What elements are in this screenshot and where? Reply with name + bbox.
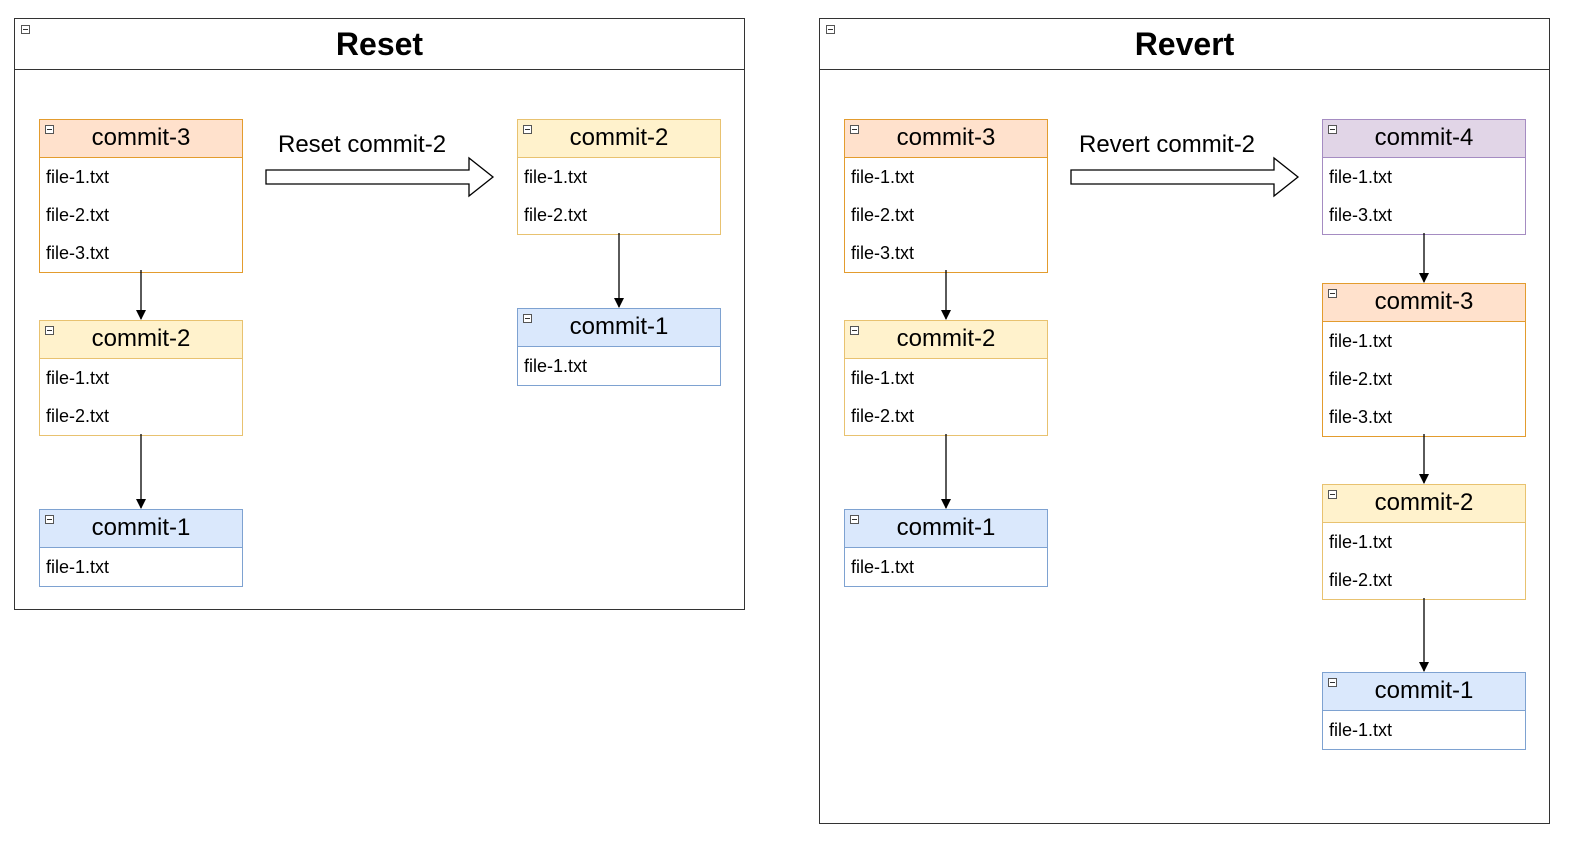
commit-box[interactable]: commit-2 file-1.txt file-2.txt	[844, 320, 1048, 436]
commit-header: commit-1	[40, 510, 242, 548]
commit-header: commit-2	[518, 120, 720, 158]
commit-header: commit-4	[1323, 120, 1525, 158]
collapse-icon[interactable]	[45, 515, 54, 524]
file-item: file-3.txt	[46, 243, 110, 263]
commit-box[interactable]: commit-2 file-1.txt file-2.txt	[517, 119, 721, 235]
file-item: file-2.txt	[46, 406, 110, 426]
file-item: file-2.txt	[1329, 570, 1393, 590]
collapse-icon[interactable]	[45, 326, 54, 335]
file-item: file-2.txt	[524, 205, 588, 225]
file-item: file-1.txt	[46, 557, 110, 577]
file-item: file-1.txt	[1329, 167, 1393, 187]
file-item: file-1.txt	[1329, 532, 1393, 552]
commit-title: commit-1	[1374, 677, 1474, 704]
reset-panel-header: Reset	[15, 19, 744, 70]
commit-box[interactable]: commit-3 file-1.txt file-2.txt file-3.tx…	[844, 119, 1048, 273]
file-item: file-2.txt	[46, 205, 110, 225]
commit-box[interactable]: commit-3 file-1.txt file-2.txt file-3.tx…	[1322, 283, 1526, 437]
panel-title: Reset	[335, 26, 424, 62]
file-item: file-2.txt	[1329, 369, 1393, 389]
panel-title: Revert	[1134, 26, 1235, 62]
commit-box[interactable]: commit-1 file-1.txt	[39, 509, 243, 587]
file-item: file-2.txt	[851, 205, 915, 225]
operation-label: Revert commit-2	[1079, 131, 1256, 158]
file-item: file-1.txt	[46, 167, 110, 187]
collapse-icon[interactable]	[523, 314, 532, 323]
commit-header: commit-2	[1323, 485, 1525, 523]
commit-header: commit-2	[40, 321, 242, 359]
commit-title: commit-3	[1374, 288, 1474, 315]
file-item: file-3.txt	[1329, 205, 1393, 225]
commit-box[interactable]: commit-1 file-1.txt	[1322, 672, 1526, 750]
commit-header: commit-1	[1323, 673, 1525, 711]
collapse-icon[interactable]	[1328, 678, 1337, 687]
file-item: file-1.txt	[524, 167, 588, 187]
file-item: file-1.txt	[1329, 720, 1393, 740]
commit-title: commit-3	[91, 124, 191, 151]
collapse-icon[interactable]	[45, 125, 54, 134]
collapse-icon[interactable]	[1328, 490, 1337, 499]
revert-panel-header: Revert	[820, 19, 1549, 70]
commit-header: commit-3	[1323, 284, 1525, 322]
commit-header: commit-1	[845, 510, 1047, 548]
collapse-icon[interactable]	[850, 326, 859, 335]
commit-header: commit-3	[40, 120, 242, 158]
operation-label: Reset commit-2	[278, 131, 447, 158]
file-item: file-1.txt	[851, 167, 915, 187]
file-item: file-1.txt	[46, 368, 110, 388]
commit-box[interactable]: commit-2 file-1.txt file-2.txt	[1322, 484, 1526, 600]
commit-title: commit-4	[1374, 124, 1474, 151]
collapse-icon[interactable]	[1328, 125, 1337, 134]
commit-title: commit-2	[1374, 489, 1474, 516]
commit-title: commit-1	[896, 514, 996, 541]
commit-header: commit-1	[518, 309, 720, 347]
file-item: file-1.txt	[1329, 331, 1393, 351]
file-item: file-1.txt	[851, 368, 915, 388]
commit-header: commit-2	[845, 321, 1047, 359]
file-item: file-1.txt	[524, 356, 588, 376]
file-item: file-3.txt	[1329, 407, 1393, 427]
commit-box[interactable]: commit-1 file-1.txt	[844, 509, 1048, 587]
collapse-icon[interactable]	[523, 125, 532, 134]
collapse-icon[interactable]	[1328, 289, 1337, 298]
collapse-icon[interactable]	[850, 515, 859, 524]
commit-title: commit-3	[896, 124, 996, 151]
collapse-icon[interactable]	[21, 25, 30, 34]
commit-title: commit-2	[896, 325, 996, 352]
commit-box[interactable]: commit-1 file-1.txt	[517, 308, 721, 386]
collapse-icon[interactable]	[850, 125, 859, 134]
commit-title: commit-2	[569, 124, 669, 151]
collapse-icon[interactable]	[826, 25, 835, 34]
commit-box[interactable]: commit-3 file-1.txt file-2.txt file-3.tx…	[39, 119, 243, 273]
commit-title: commit-2	[91, 325, 191, 352]
commit-title: commit-1	[91, 514, 191, 541]
file-item: file-1.txt	[851, 557, 915, 577]
file-item: file-3.txt	[851, 243, 915, 263]
commit-box[interactable]: commit-2 file-1.txt file-2.txt	[39, 320, 243, 436]
commit-box[interactable]: commit-4 file-1.txt file-3.txt	[1322, 119, 1526, 235]
file-item: file-2.txt	[851, 406, 915, 426]
commit-header: commit-3	[845, 120, 1047, 158]
commit-title: commit-1	[569, 313, 669, 340]
